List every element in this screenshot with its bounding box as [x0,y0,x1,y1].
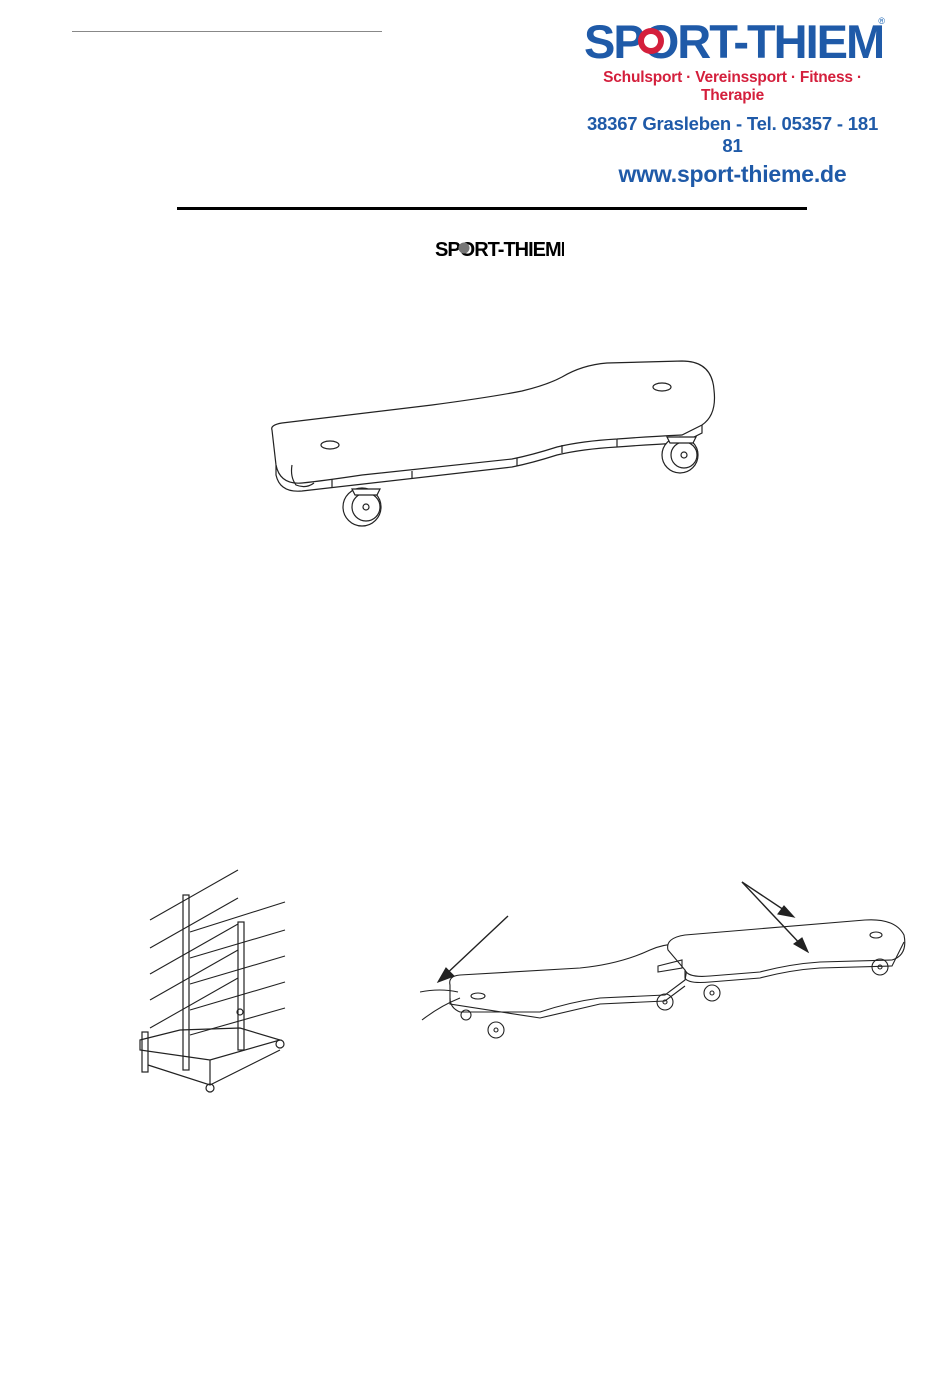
brand-header: SPORT-THIEME ® Schulsport · Vereinssport… [580,12,885,188]
storage-rack-illustration [130,860,300,1095]
brand-address: 38367 Grasleben - Tel. 05357 - 181 81 [580,113,885,157]
small-brand-logo-text: SPORT-THIEME [435,239,564,259]
title-rule [177,207,807,210]
registered-mark: ® [878,16,885,26]
brand-logo-text: SPORT-THIEME [584,15,885,68]
rollbrett-illustration [262,355,732,535]
coupled-boards-illustration [420,880,915,1045]
brand-tagline: Schulsport · Vereinssport · Fitness · Th… [580,69,885,105]
wheel-icon-right [662,437,698,473]
small-brand-logo-graphic: SPORT-THIEME [434,237,564,259]
ball-icon-inner [644,34,658,48]
top-rule [72,31,382,32]
arrow-icon-left [438,916,508,982]
wheel-icon-front-left [343,488,381,526]
small-brand-logo: SPORT-THIEME [434,237,564,264]
small-ball-icon [459,243,470,254]
brand-website-link[interactable]: www.sport-thieme.de [580,161,885,188]
brand-logo-graphic: SPORT-THIEME [580,12,885,68]
brand-logo: SPORT-THIEME ® [580,12,885,68]
arrow-icon-right-1 [742,882,794,917]
